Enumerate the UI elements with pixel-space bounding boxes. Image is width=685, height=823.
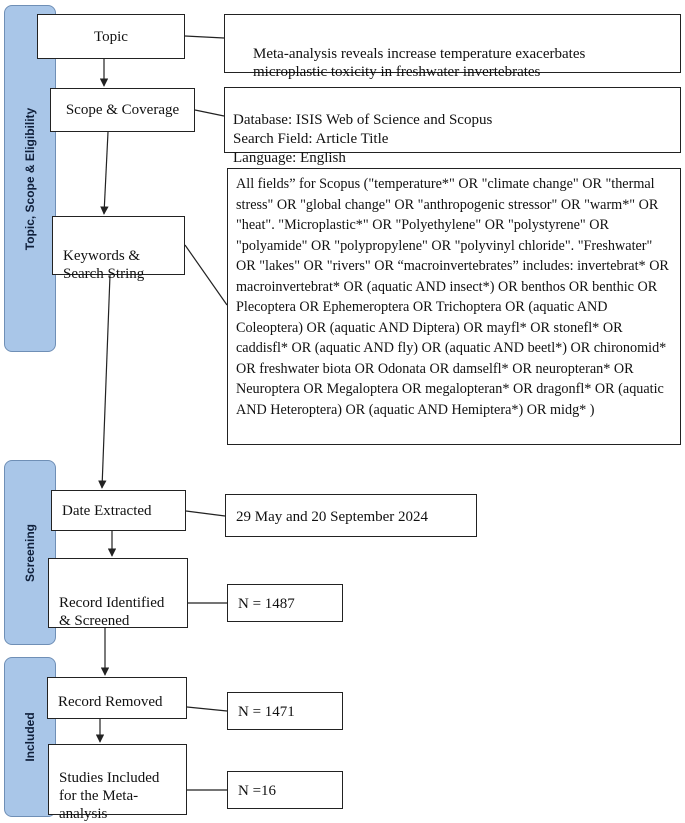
link-date	[185, 510, 226, 517]
scope-detail-text: Database: ISIS Web of Science and Scopus…	[233, 112, 493, 166]
topic-box: Topic	[37, 14, 185, 59]
keywords-detail-box: All fields” for Scopus ("temperature*" O…	[227, 168, 681, 445]
scope-label: Scope & Coverage	[65, 102, 180, 118]
removed-n-box: N = 1471	[227, 692, 343, 730]
topic-detail-box: Meta-analysis reveals increase temperatu…	[224, 14, 681, 80]
included-n-text: N =16	[238, 783, 277, 799]
identified-n-box: N = 1487	[227, 584, 343, 622]
date-detail-box: 29 May and 20 September 2024	[225, 494, 477, 537]
topic-label: Topic	[94, 28, 128, 45]
link-topic	[184, 35, 225, 39]
scope-detail-box: Database: ISIS Web of Science and Scopus…	[224, 87, 681, 166]
record-identified-box: Record Identified & Screened	[48, 558, 188, 629]
studies-included-box: Studies Included for the Meta- analysis	[48, 744, 187, 822]
date-box: Date Extracted	[51, 490, 186, 531]
arrow-keywords-to-date	[98, 274, 111, 489]
studies-included-label: Studies Included for the Meta- analysis	[59, 770, 160, 822]
scope-box: Scope & Coverage	[50, 88, 195, 132]
link-scope	[194, 109, 225, 117]
date-label: Date Extracted	[62, 503, 152, 519]
date-detail-text: 29 May and 20 September 2024	[236, 509, 429, 525]
identified-n-text: N = 1487	[238, 596, 295, 612]
record-removed-label: Record Removed	[58, 694, 163, 710]
arrow-scope-to-keywords	[100, 131, 109, 215]
phase-screening: Screening	[4, 460, 56, 645]
record-identified-label: Record Identified & Screened	[59, 595, 165, 629]
keywords-box: Keywords & Search String	[52, 216, 185, 282]
removed-n-text: N = 1471	[238, 704, 295, 720]
included-n-box: N =16	[227, 771, 343, 809]
link-keywords	[184, 244, 228, 306]
phase-topic-scope-eligibility: Topic, Scope & Eligibility	[4, 5, 56, 352]
link-removed	[186, 706, 228, 712]
record-removed-box: Record Removed	[47, 677, 187, 719]
topic-detail-text: Meta-analysis reveals increase temperatu…	[253, 46, 586, 80]
keywords-detail-text: All fields” for Scopus ("temperature*" O…	[236, 176, 669, 418]
keywords-label: Keywords & Search String	[63, 248, 145, 282]
